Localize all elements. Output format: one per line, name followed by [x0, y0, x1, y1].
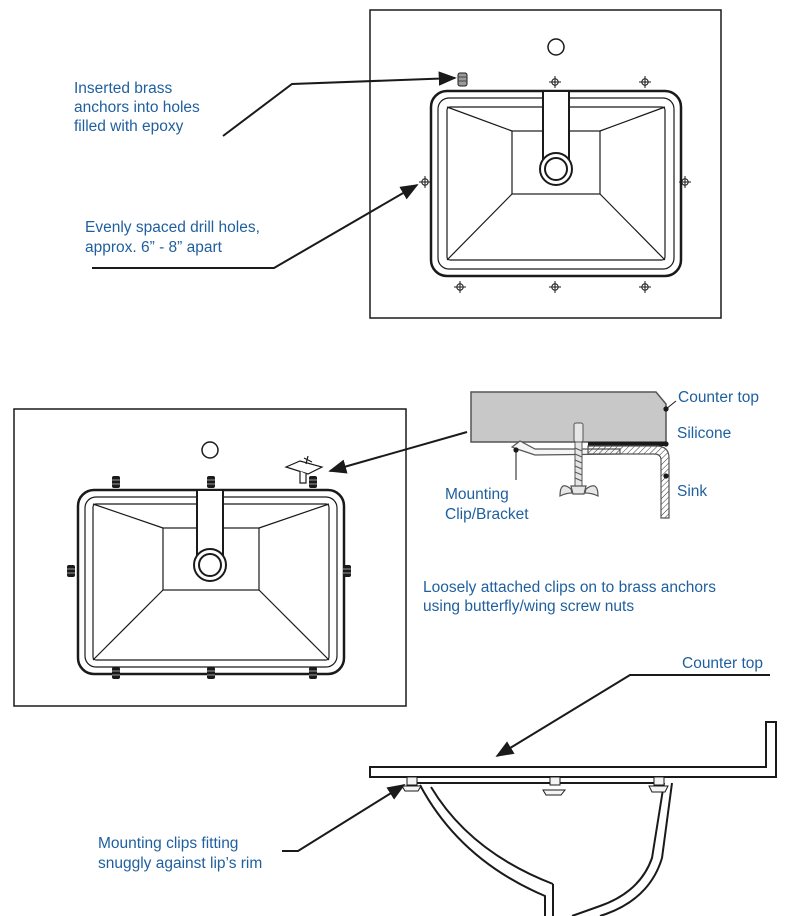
annotation-line: Loosely attached clips on to brass ancho…	[423, 579, 716, 596]
annotation-drill-holes: Evenly spaced drill holes, approx. 6” - …	[85, 219, 264, 256]
leader-lip-rim	[282, 784, 406, 852]
leader-drill-holes	[92, 184, 419, 269]
label-counter-top-bottom: Counter top	[682, 655, 763, 672]
label-silicone: Silicone	[677, 425, 731, 442]
label-counter-top-detail: Counter top	[678, 389, 759, 406]
annotation-line: filled with epoxy	[74, 118, 184, 135]
annotation-line: using butterfly/wing screw nuts	[423, 598, 634, 615]
brass-anchor	[308, 666, 318, 680]
brass-anchor	[308, 475, 318, 489]
brass-anchor	[206, 666, 216, 680]
label-line: Mounting	[445, 486, 509, 503]
detail-sink-lip	[587, 445, 670, 519]
top-faucet-hole	[547, 38, 565, 56]
clip-icon	[648, 776, 669, 793]
middle-panel	[13, 408, 468, 707]
bottom-countertop-section	[369, 721, 777, 778]
top-sink-basin	[429, 89, 683, 278]
clip-detail: Counter top Silicone Sink Mounting Clip/…	[423, 389, 759, 615]
label-line: Clip/Bracket	[445, 506, 529, 523]
brass-anchor	[111, 666, 121, 680]
bottom-mounting-clips	[401, 776, 669, 796]
detail-silicone-layer	[588, 442, 666, 446]
annotation-line: approx. 6” - 8” apart	[85, 239, 223, 256]
annotation-lip-rim: Mounting clips fitting snuggly against l…	[98, 835, 262, 872]
leader-detail-countertop	[665, 400, 677, 410]
label-mounting-clip: Mounting Clip/Bracket	[445, 486, 529, 523]
leader-brass-anchors	[222, 71, 457, 137]
wing-nut-icon	[559, 485, 599, 497]
top-panel: Inserted brass anchors into holes filled…	[74, 9, 722, 319]
brass-anchor	[206, 475, 216, 489]
detail-countertop	[470, 391, 667, 443]
detail-bolt	[573, 422, 584, 487]
annotation-line: Mounting clips fitting	[98, 835, 238, 852]
top-brass-anchor	[457, 72, 468, 87]
annotation-line: Evenly spaced drill holes,	[85, 219, 260, 236]
mid-faucet-hole	[201, 441, 219, 459]
leader-clip-detail	[328, 431, 468, 474]
clip-icon	[284, 455, 324, 484]
leader-counter-top	[495, 674, 770, 757]
annotation-brass-anchors: Inserted brass anchors into holes filled…	[74, 80, 204, 135]
annotation-line: anchors into holes	[74, 99, 200, 116]
annotation-line: Inserted brass	[74, 80, 172, 97]
clip-icon	[542, 776, 567, 796]
bottom-panel: Counter top	[98, 655, 777, 916]
brass-anchor	[111, 475, 121, 489]
brass-anchor	[342, 564, 352, 578]
annotation-clips-attached: Loosely attached clips on to brass ancho…	[423, 579, 720, 615]
label-sink: Sink	[677, 483, 707, 500]
annotation-line: snuggly against lip’s rim	[98, 855, 262, 872]
bottom-sink-section	[412, 778, 673, 916]
brass-anchor	[66, 564, 76, 578]
